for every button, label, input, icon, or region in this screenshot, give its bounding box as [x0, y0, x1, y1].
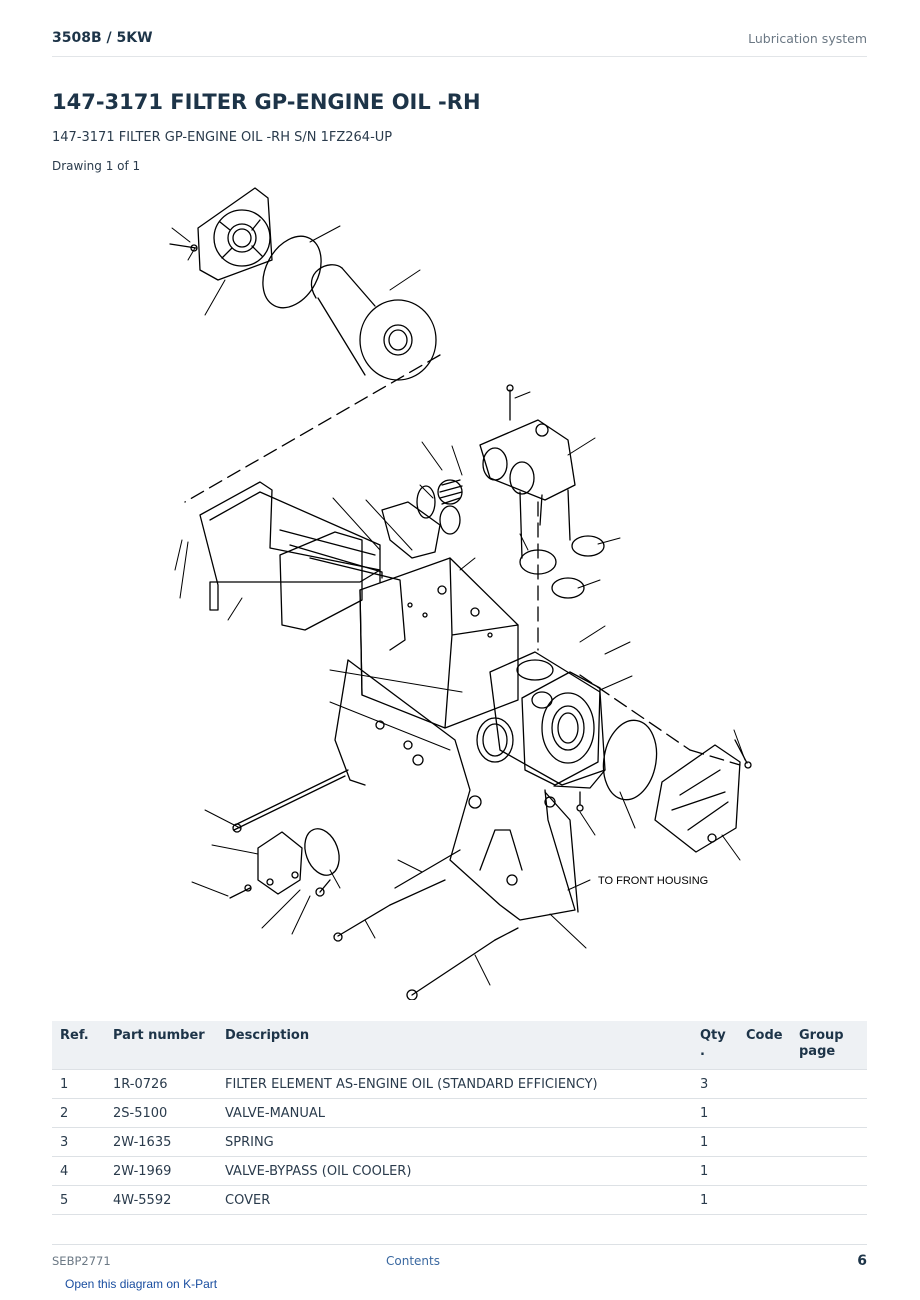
col-qty: Qty.	[692, 1021, 738, 1070]
cell-part-number: 1R-0726	[105, 1069, 217, 1099]
model-label: 3508B / 5KW	[52, 30, 153, 46]
spring-and-valve	[381, 479, 463, 559]
cell-ref: 3	[52, 1127, 105, 1157]
front-housing-callout: TO FRONT HOUSING	[598, 875, 708, 887]
right-cover-plate	[654, 739, 752, 853]
assembly-lines	[184, 354, 741, 766]
cell-description: COVER	[217, 1185, 692, 1215]
cell-description: SPRING	[217, 1127, 692, 1157]
long-bolts	[232, 769, 519, 1001]
cell-description: VALVE-BYPASS (OIL COOLER)	[217, 1156, 692, 1186]
cell-qty: 1	[692, 1098, 738, 1128]
valve-body	[476, 651, 606, 786]
filter-housing	[199, 481, 519, 729]
cell-part-number: 2W-1635	[105, 1127, 217, 1157]
cell-ref: 1	[52, 1069, 105, 1099]
document-id: SEBP2771	[52, 1254, 111, 1268]
cell-description: VALVE-MANUAL	[217, 1098, 692, 1128]
cell-group-page	[791, 1127, 867, 1157]
contents-link[interactable]: Contents	[386, 1254, 440, 1268]
parts-table-header: Ref. Part number Description Qty. Code G…	[52, 1021, 867, 1070]
cell-code	[738, 1156, 791, 1186]
cell-group-page	[791, 1069, 867, 1099]
o-ring	[262, 235, 322, 309]
cell-code	[738, 1127, 791, 1157]
cell-group-page	[791, 1098, 867, 1128]
cell-ref: 2	[52, 1098, 105, 1128]
diagram-drawing: TO FRONT HOUSING	[169, 187, 752, 1001]
cell-part-number: 4W-5592	[105, 1185, 217, 1215]
leader-lines	[171, 225, 746, 986]
cell-code	[738, 1098, 791, 1128]
cell-qty: 1	[692, 1185, 738, 1215]
page-header: 3508B / 5KW Lubrication system	[52, 28, 867, 57]
mounting-bracket	[334, 659, 579, 921]
cell-part-number: 2W-1969	[105, 1156, 217, 1186]
page-title: 147-3171 FILTER GP-ENGINE OIL -RH	[52, 90, 481, 114]
cell-description: FILTER ELEMENT AS-ENGINE OIL (STANDARD E…	[217, 1069, 692, 1099]
cell-qty: 3	[692, 1069, 738, 1099]
cell-group-page	[791, 1156, 867, 1186]
cell-qty: 1	[692, 1127, 738, 1157]
exploded-parts-diagram[interactable]: TO FRONT HOUSING	[150, 180, 770, 1001]
col-ref: Ref.	[52, 1021, 105, 1070]
small-cover	[229, 828, 340, 899]
cell-ref: 5	[52, 1185, 105, 1215]
col-description: Description	[217, 1021, 692, 1070]
parts-table: Ref. Part number Description Qty. Code G…	[52, 1021, 867, 1215]
drawing-count: Drawing 1 of 1	[52, 159, 141, 173]
page-footer: SEBP2771 Contents 6	[52, 1244, 867, 1275]
flange-cover	[521, 671, 658, 812]
bypass-valve-head	[479, 384, 605, 599]
cell-part-number: 2S-5100	[105, 1098, 217, 1128]
open-kpart-link[interactable]: Open this diagram on K-Part	[65, 1277, 218, 1291]
col-part-number: Part number	[105, 1021, 217, 1070]
col-code: Code	[738, 1021, 791, 1070]
cell-code	[738, 1069, 791, 1099]
cell-group-page	[791, 1185, 867, 1215]
filter-cover-flange	[169, 187, 273, 281]
section-label: Lubrication system	[748, 31, 867, 46]
cell-qty: 1	[692, 1156, 738, 1186]
page-number: 6	[857, 1253, 867, 1269]
filter-element	[310, 264, 437, 381]
cell-code	[738, 1185, 791, 1215]
cell-ref: 4	[52, 1156, 105, 1186]
page-subtitle: 147-3171 FILTER GP-ENGINE OIL -RH S/N 1F…	[52, 130, 393, 145]
